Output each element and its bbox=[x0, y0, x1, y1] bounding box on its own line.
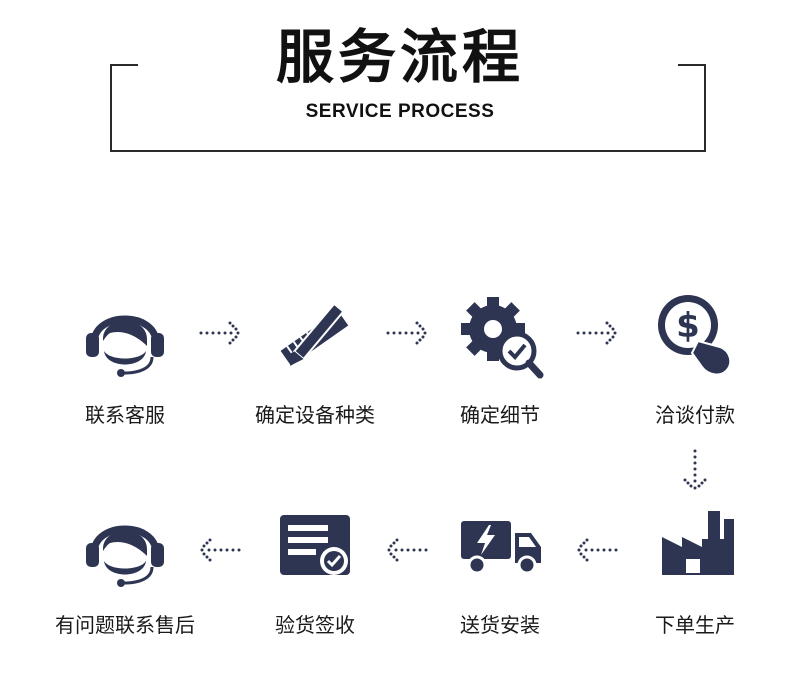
ruler-pencil-icon bbox=[280, 302, 349, 366]
title-frame bbox=[110, 64, 706, 152]
dotted-arrow-left-icon bbox=[577, 538, 618, 562]
dollar-coin-hand-icon: $ bbox=[658, 295, 732, 376]
step-label: 联系客服 bbox=[85, 403, 165, 427]
dotted-arrow-down-icon bbox=[683, 449, 707, 490]
headset-agent-icon bbox=[86, 315, 164, 377]
page-subtitle: SERVICE PROCESS bbox=[305, 101, 495, 122]
gear-magnifier-icon bbox=[461, 297, 544, 379]
step-inspect-sign: 验货签收 bbox=[215, 501, 415, 641]
dotted-arrow-right-icon bbox=[199, 321, 240, 345]
step-determine-equipment: 确定设备种类 bbox=[215, 291, 415, 431]
step-place-order: 下单生产 bbox=[595, 501, 795, 641]
step-negotiate-payment: $ 洽谈付款 bbox=[595, 291, 795, 431]
step-label: 下单生产 bbox=[655, 613, 735, 637]
dotted-arrow-left-icon bbox=[387, 538, 428, 562]
headset-agent-icon bbox=[86, 525, 164, 587]
step-label: 有问题联系售后 bbox=[55, 613, 195, 637]
factory-icon bbox=[662, 511, 734, 575]
certificate-check-icon bbox=[280, 515, 350, 575]
step-determine-details: 确定细节 bbox=[400, 291, 600, 431]
dotted-arrow-right-icon bbox=[386, 321, 427, 345]
step-contact-service: 联系客服 bbox=[25, 291, 225, 431]
svg-text:$: $ bbox=[676, 306, 700, 346]
step-after-sales: 有问题联系售后 bbox=[25, 501, 225, 641]
step-label: 送货安装 bbox=[460, 613, 540, 637]
dotted-arrow-left-icon bbox=[200, 538, 241, 562]
step-label: 确定设备种类 bbox=[255, 403, 375, 427]
step-label: 洽谈付款 bbox=[655, 403, 735, 427]
step-delivery-installation: 送货安装 bbox=[400, 501, 600, 641]
page-title: 服务流程 bbox=[275, 23, 524, 91]
step-label: 确定细节 bbox=[460, 403, 540, 427]
step-label: 验货签收 bbox=[275, 613, 355, 637]
delivery-truck-icon bbox=[461, 521, 541, 575]
dotted-arrow-right-icon bbox=[576, 321, 617, 345]
